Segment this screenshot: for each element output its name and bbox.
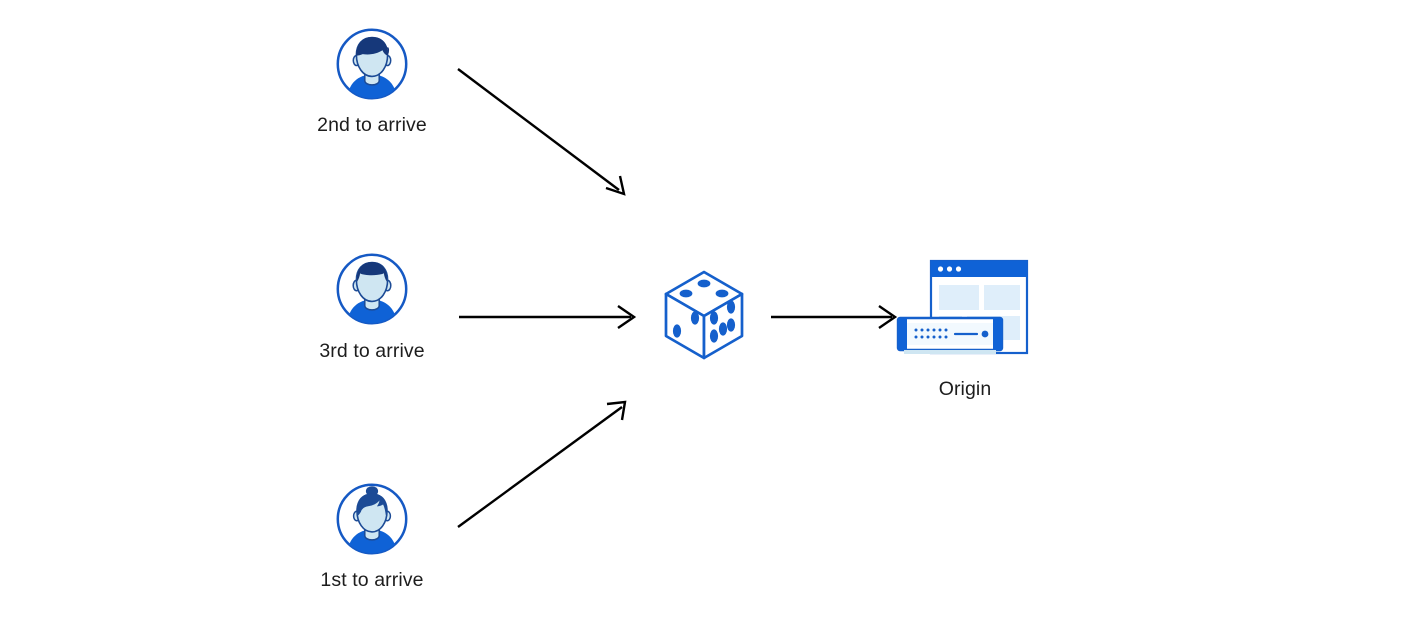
- node-label-visitor-2nd: 2nd to arrive: [317, 114, 427, 136]
- node-origin[interactable]: [893, 256, 1038, 366]
- user-avatar-icon: [336, 28, 408, 100]
- node-visitor-2nd[interactable]: [335, 27, 409, 101]
- user-avatar-icon: [336, 253, 408, 325]
- node-label-visitor-1st: 1st to arrive: [320, 569, 424, 591]
- node-visitor-3rd[interactable]: [335, 252, 409, 326]
- node-randomizer[interactable]: [660, 268, 748, 362]
- edge-dice-to-origin: [771, 305, 898, 329]
- origin-server-icon: [896, 259, 1029, 355]
- edge-3rd-to-dice: [459, 305, 637, 329]
- edge-2nd-to-dice: [457, 68, 626, 196]
- node-visitor-1st[interactable]: [335, 482, 409, 556]
- node-label-visitor-3rd: 3rd to arrive: [319, 340, 425, 362]
- node-label-origin: Origin: [938, 378, 992, 400]
- user-avatar-icon: [336, 483, 408, 555]
- dice-icon: [664, 270, 744, 360]
- edge-1st-to-dice: [457, 400, 627, 528]
- server-appliance-icon: [896, 316, 1004, 354]
